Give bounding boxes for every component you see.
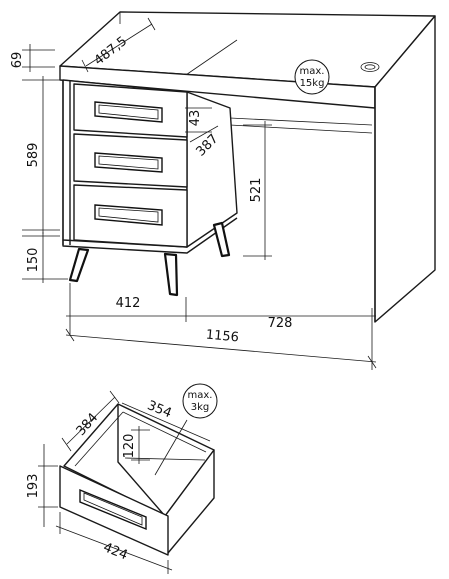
dim-open-width-label: 728 <box>268 316 293 331</box>
dim-knee-height: 521 <box>243 121 272 260</box>
desk-load-badge: max. 15kg <box>294 59 330 95</box>
dim-drawer-block-label: 589 <box>26 143 41 168</box>
dim-total-width-label: 1156 <box>205 328 239 346</box>
desk-leg-back <box>212 221 231 258</box>
dim-leg-height-label: 150 <box>26 248 41 273</box>
drawer-illustration: max. 3kg 384 354 120 193 <box>26 383 218 574</box>
desk-leg-front-left <box>68 247 90 283</box>
drawer-load-line2: 3kg <box>191 402 210 413</box>
dim-drawer-front-height: 193 <box>26 444 58 527</box>
desk-drawer-1 <box>73 83 188 138</box>
drawer-load-badge: max. 3kg <box>182 383 218 419</box>
dim-knee-height-label: 521 <box>249 178 264 203</box>
dim-drawer-offset-label: 43 <box>188 110 203 127</box>
dim-top-thickness: 69 <box>10 44 55 72</box>
desk-leg-front-right <box>163 252 179 297</box>
dim-leg-height: 150 <box>22 232 68 283</box>
dim-drawer-detail-width-label: 354 <box>145 398 174 421</box>
dim-drawer-front-width-label: 424 <box>101 540 130 563</box>
desk-drawer-3 <box>73 184 188 248</box>
dim-drawer-inner-height-label: 120 <box>122 434 137 459</box>
drawer-load-line1: max. <box>188 390 213 401</box>
desk-load-line1: max. <box>300 66 325 77</box>
dim-total-width: 1156 <box>65 328 377 369</box>
desk-load-line2: 15kg <box>300 78 325 89</box>
desk-top-seam <box>179 39 238 80</box>
dim-top-thickness-label: 69 <box>10 52 25 69</box>
desk-drawer-2 <box>73 133 188 188</box>
dim-drawer-width-label: 412 <box>116 296 141 311</box>
dim-drawer-block-height: 589 <box>22 76 60 234</box>
dim-widths-row: 412 728 <box>66 283 376 370</box>
dim-drawer-inner-height: 120 <box>122 426 150 464</box>
desk-illustration: max. 15kg 69 589 150 <box>10 11 436 370</box>
dim-drawer-front-height-label: 193 <box>26 474 41 499</box>
cable-grommet <box>360 62 380 72</box>
